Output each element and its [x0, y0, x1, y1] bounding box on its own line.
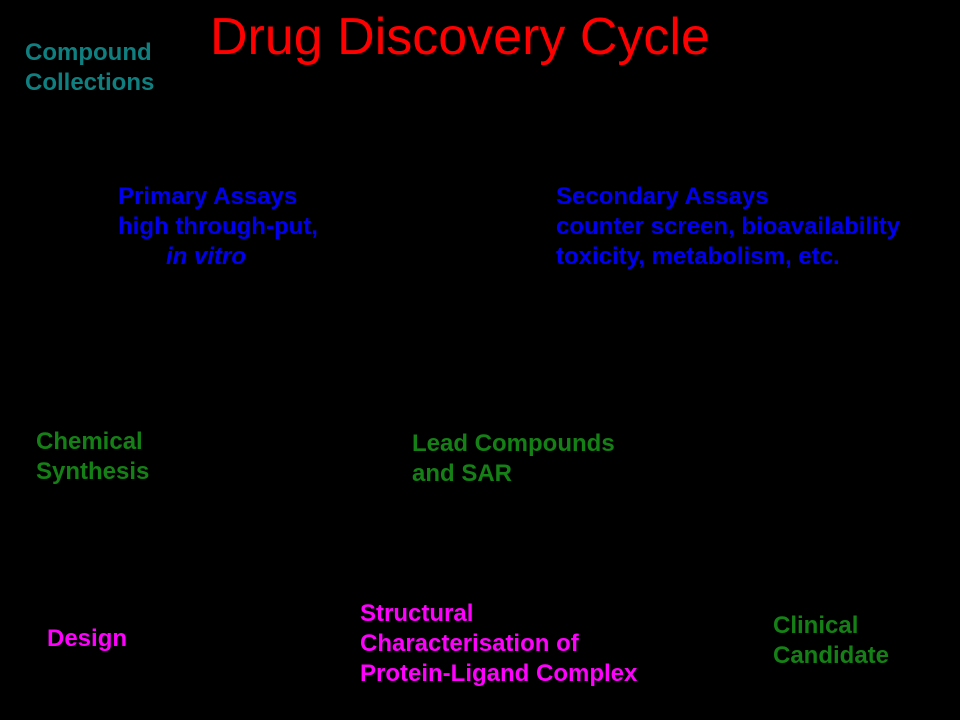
stage-lead-compounds: Lead Compounds and SAR — [412, 429, 615, 489]
stage-primary-assays-line3-in-vitro: in vitro — [166, 243, 247, 270]
stage-primary-assays-line1: Primary Assays — [118, 183, 298, 210]
stage-compound-collections-line1: Compound — [25, 39, 152, 66]
stage-lead-compounds-line2: and SAR — [412, 460, 513, 487]
stage-structural-characterisation-line2: Characterisation of — [360, 630, 579, 657]
stage-chemical-synthesis-line2: Synthesis — [36, 458, 150, 485]
stage-chemical-synthesis: Chemical Synthesis — [36, 427, 149, 487]
stage-structural-characterisation-line3: Protein-Ligand Complex — [360, 660, 638, 687]
stage-compound-collections-line2: Collections — [25, 69, 155, 96]
stage-primary-assays: Primary Assays high through-put, in vitr… — [118, 182, 318, 272]
stage-design: Design — [47, 624, 127, 654]
stage-structural-characterisation-line1: Structural — [360, 600, 474, 627]
page-title: Drug Discovery Cycle — [210, 8, 710, 66]
stage-lead-compounds-line1: Lead Compounds — [412, 430, 615, 457]
stage-design-line1: Design — [47, 625, 128, 652]
stage-secondary-assays: Secondary Assays counter screen, bioavai… — [556, 182, 900, 272]
stage-compound-collections: Compound Collections — [25, 38, 154, 98]
stage-clinical-candidate-line2: Candidate — [773, 642, 890, 669]
stage-clinical-candidate-line1: Clinical — [773, 612, 859, 639]
stage-secondary-assays-line3: toxicity, metabolism, etc. — [556, 243, 840, 270]
stage-secondary-assays-line1: Secondary Assays — [556, 183, 769, 210]
stage-primary-assays-line2: high through-put, — [118, 213, 318, 240]
stage-clinical-candidate: Clinical Candidate — [773, 611, 889, 671]
stage-secondary-assays-line2: counter screen, bioavailability — [556, 213, 901, 240]
stage-chemical-synthesis-line1: Chemical — [36, 428, 143, 455]
stage-structural-characterisation: Structural Characterisation of Protein-L… — [360, 599, 637, 689]
